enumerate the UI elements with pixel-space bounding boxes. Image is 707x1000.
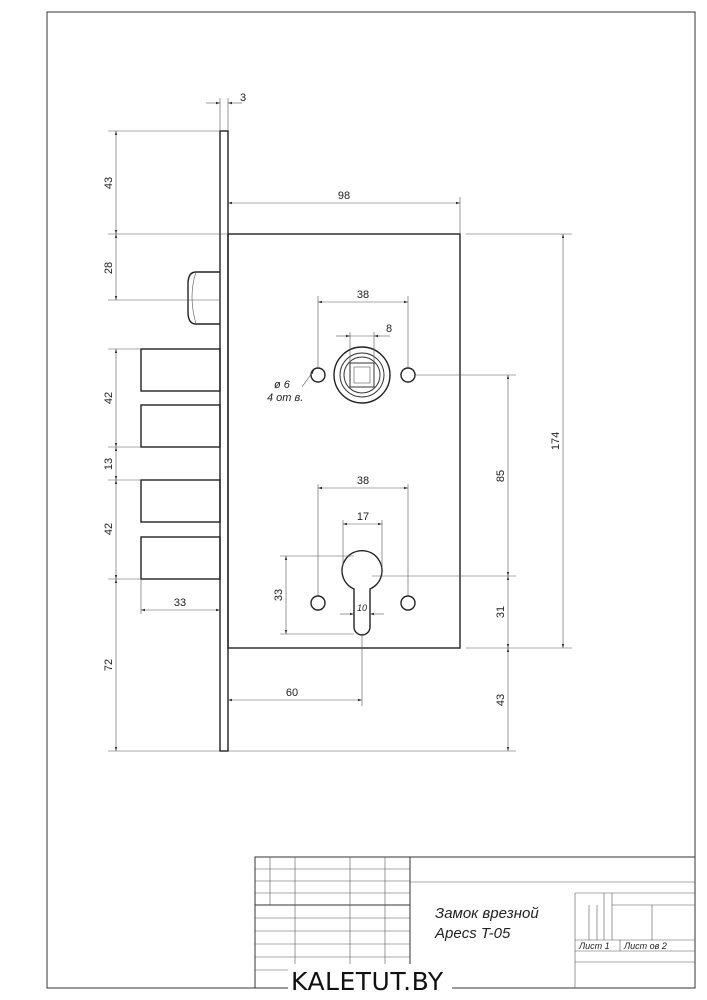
spindle-hub — [333, 346, 391, 404]
dim-cylinder-height: 33 — [273, 589, 285, 601]
dim-body-width: 98 — [338, 190, 350, 202]
mount-hole-2 — [400, 367, 416, 383]
dim-spindle-square: 8 — [386, 323, 392, 335]
dim-bolt-gap: 13 — [103, 458, 115, 470]
dim-cylinder-width: 17 — [357, 511, 369, 523]
title-name-line1: Замок врезной — [435, 905, 539, 922]
mount-hole-1 — [310, 367, 326, 383]
latch — [187, 271, 220, 325]
dim-spindle-to-cylinder: 85 — [495, 470, 507, 482]
dim-top-to-latch: 43 — [103, 177, 115, 189]
mount-hole-3 — [310, 595, 326, 611]
dim-faceplate-thickness: 3 — [240, 92, 246, 104]
dim-bolt-throw: 33 — [174, 597, 186, 609]
dim-latch-offset: 28 — [103, 262, 115, 274]
dim-backset: 60 — [286, 687, 298, 699]
bolt-3 — [140, 479, 221, 523]
bolt-4 — [140, 536, 221, 580]
lock-body — [227, 233, 461, 649]
sheet-frame — [46, 11, 696, 989]
faceplate — [219, 130, 229, 752]
watermark: KALETUT.BY — [291, 967, 444, 996]
dim-cylinder-slot: 10 — [357, 603, 367, 613]
dim-body-bottom-to-plate-end: 43 — [495, 694, 507, 706]
dim-body-height: 174 — [550, 432, 562, 450]
bolt-1 — [140, 348, 221, 392]
dim-cylinder-to-body-bottom: 31 — [495, 606, 507, 618]
cylinder-cutout — [341, 549, 383, 636]
mount-hole-4 — [400, 595, 416, 611]
dim-cylinder-pitch: 38 — [357, 475, 369, 487]
dim-bottom-to-body: 72 — [103, 659, 115, 671]
sheets-label: Лист ов 2 — [623, 941, 667, 951]
dim-spindle-pitch: 38 — [357, 289, 369, 301]
sheet-label: Лист 1 — [578, 941, 610, 951]
dim-bolt-height-bottom: 42 — [103, 523, 115, 535]
dim-bolt-height-top: 42 — [103, 392, 115, 404]
title-name-line2: Apecs T-05 — [434, 925, 511, 942]
title-block — [254, 856, 696, 989]
dim-hole-count: 4 от в. — [267, 392, 303, 404]
bolt-2 — [140, 404, 221, 448]
dim-hole-dia: ø 6 — [274, 379, 291, 391]
